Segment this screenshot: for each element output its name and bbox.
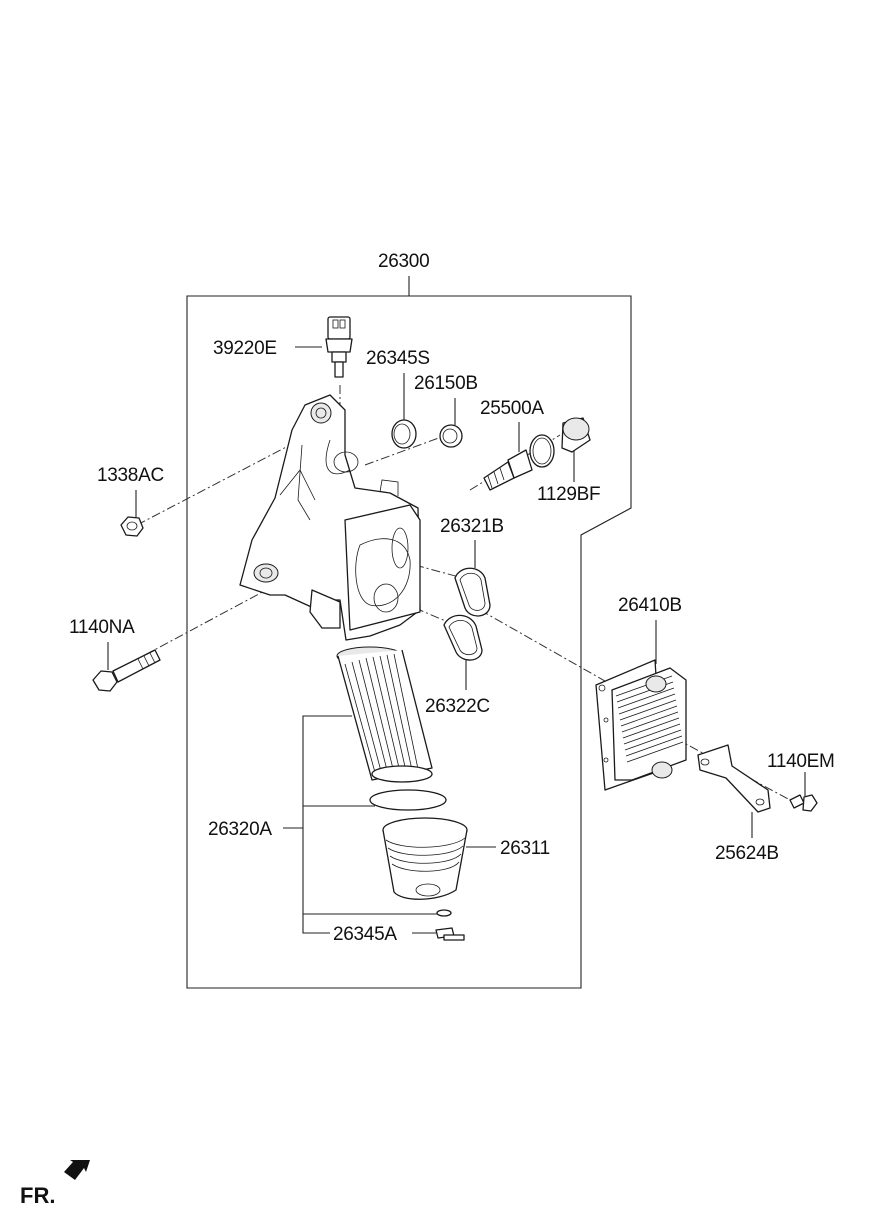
label-sensor: 39220E bbox=[213, 338, 277, 359]
relief-valve bbox=[483, 449, 533, 491]
nut-1338ac bbox=[120, 516, 144, 537]
oil-cooler bbox=[595, 659, 687, 791]
filter-cap bbox=[382, 817, 468, 900]
o-ring-26150b bbox=[439, 424, 463, 448]
bolt-1140em bbox=[789, 794, 818, 812]
bracket-25624b bbox=[697, 744, 771, 813]
label-gasket-c: 26322C bbox=[425, 696, 490, 717]
gasket-26322c bbox=[443, 614, 483, 661]
oil-filter-housing bbox=[239, 394, 421, 641]
label-bolt-em: 1140EM bbox=[767, 751, 835, 772]
front-arrow-icon bbox=[64, 1160, 90, 1180]
label-gasket-b: 26321B bbox=[440, 516, 504, 537]
label-seal-s: 26345S bbox=[366, 348, 430, 369]
label-cap: 26311 bbox=[500, 838, 550, 859]
label-nut: 1338AC bbox=[97, 465, 164, 486]
label-ring-b: 26150B bbox=[414, 373, 478, 394]
label-valve: 25500A bbox=[480, 398, 544, 419]
drain-plug bbox=[435, 909, 465, 941]
label-bolt-na: 1140NA bbox=[69, 617, 135, 638]
filter-element bbox=[336, 646, 447, 811]
label-bracket: 25624B bbox=[715, 843, 779, 864]
label-drain: 26345A bbox=[333, 924, 397, 945]
front-marker: FR. bbox=[20, 1183, 55, 1208]
label-plug: 1129BF bbox=[537, 484, 600, 505]
plug-1129bf bbox=[529, 417, 591, 468]
label-cooler: 26410B bbox=[618, 595, 682, 616]
label-element: 26320A bbox=[208, 819, 272, 840]
bolt-1140na bbox=[92, 649, 161, 692]
seal-ring-26345s bbox=[391, 419, 417, 449]
gasket-26321b bbox=[454, 567, 491, 617]
assembly-boundary bbox=[186, 295, 632, 989]
leader-lines bbox=[107, 346, 806, 934]
label-assembly: 26300 bbox=[378, 251, 429, 272]
oil-pressure-sensor bbox=[325, 316, 353, 378]
